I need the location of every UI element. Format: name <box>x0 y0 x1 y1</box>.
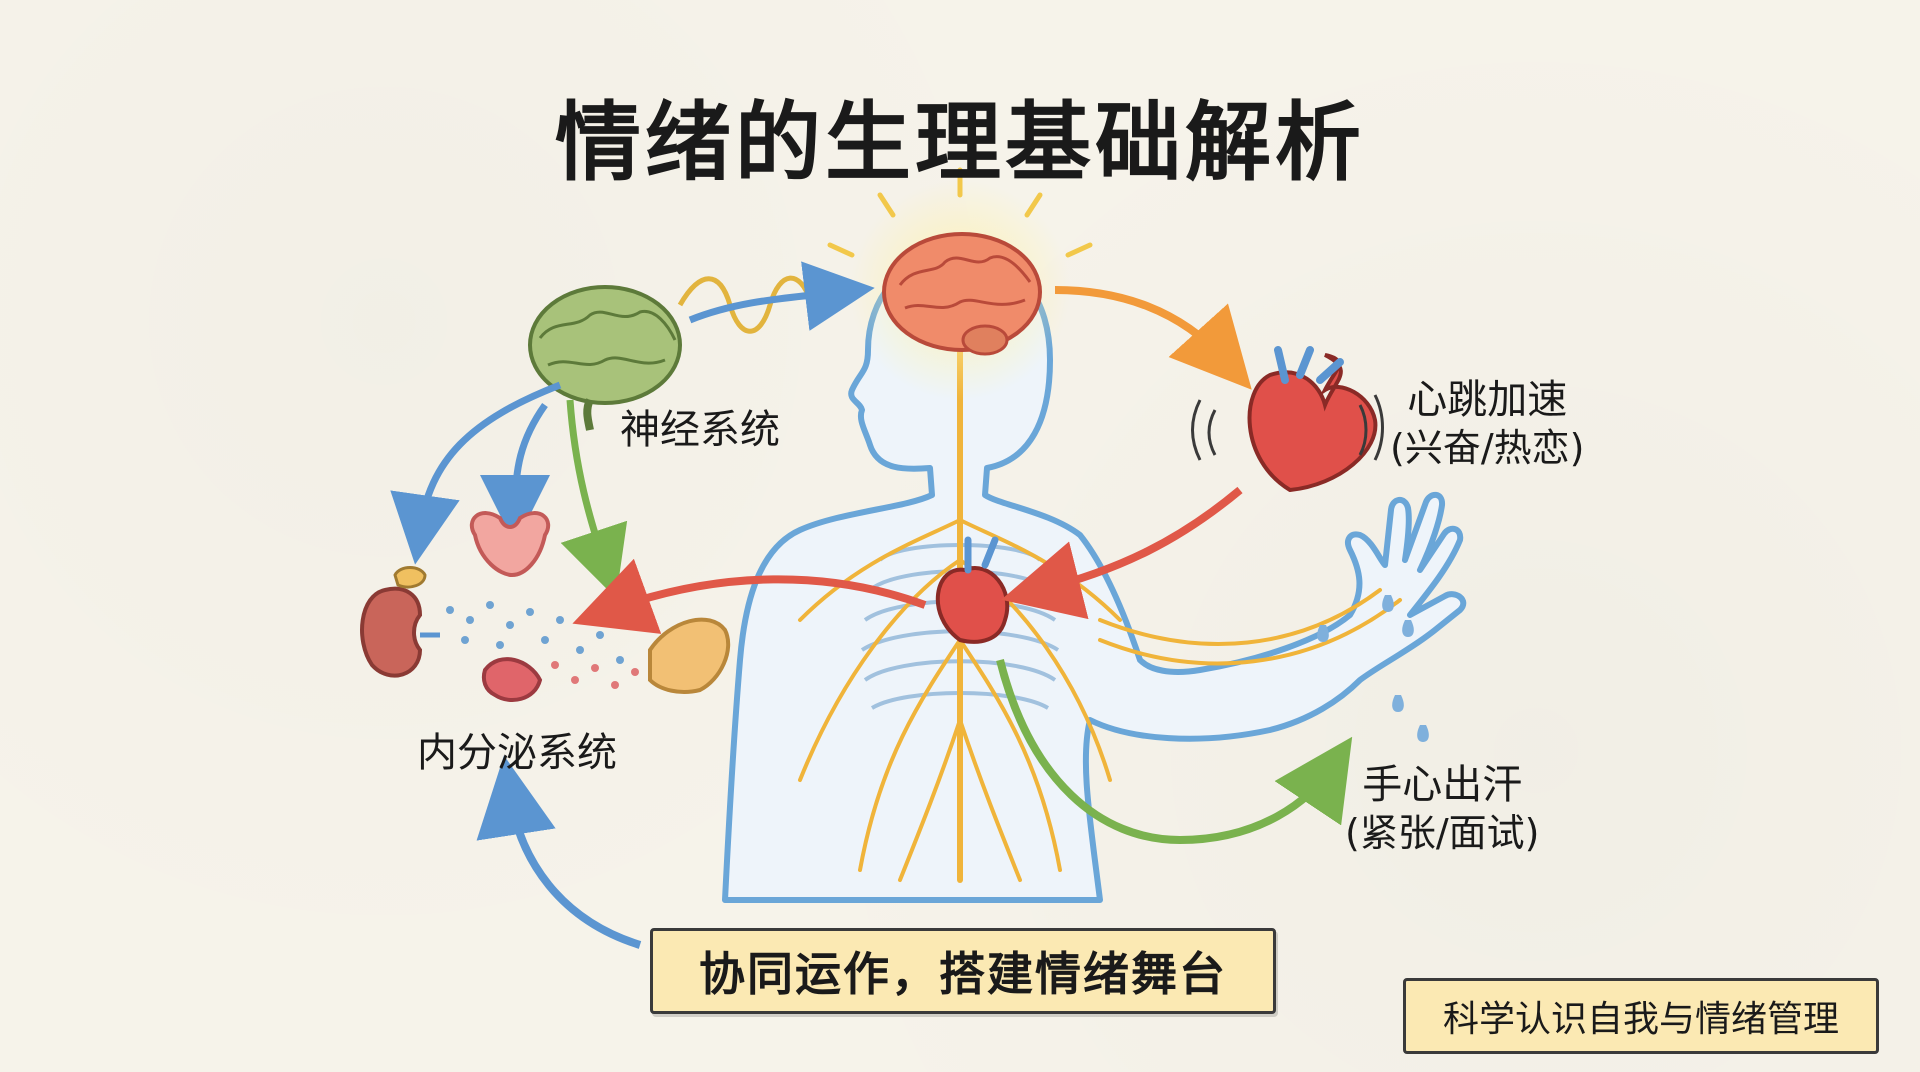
footer-tag: 科学认识自我与情绪管理 <box>1403 978 1879 1054</box>
brain-icon <box>528 285 682 431</box>
kidney-icon <box>360 566 440 678</box>
hormone-particles <box>446 601 624 664</box>
arrow-heart-to-chest <box>1001 486 1243 620</box>
pancreas-icon <box>648 617 731 694</box>
endocrine-system-label: 内分泌系统 <box>417 730 617 776</box>
thyroid-icon <box>469 511 551 578</box>
sweat-sub-label: (紧张/面试) <box>1345 811 1540 855</box>
glow-rays <box>827 167 1093 258</box>
signal-wave <box>677 275 813 334</box>
heart-icon <box>935 536 1010 644</box>
arrow-to-kidney <box>390 381 562 565</box>
arrow-chest-to-glands <box>572 558 927 634</box>
arrow-to-pancreas <box>560 399 628 599</box>
organ-icon <box>481 657 543 702</box>
hormone-particles-red <box>551 661 639 689</box>
heart-icon <box>1247 346 1378 493</box>
heartbeat-label: 心跳加速 (兴奋/热恋) <box>1390 375 1584 473</box>
brain-icon <box>882 232 1042 356</box>
arrow-head-to-heart <box>1054 286 1252 390</box>
arrow-to-hand <box>996 659 1353 845</box>
heartbeat-sub-label: (兴奋/热恋) <box>1390 426 1585 470</box>
arrow-to-endocrine <box>476 755 642 949</box>
sweat-label: 手心出汗 (紧张/面试) <box>1345 760 1539 858</box>
vibration-lines <box>1191 394 1384 461</box>
page-title: 情绪的生理基础解析 <box>555 93 1365 193</box>
nervous-system-label: 神经系统 <box>620 407 780 453</box>
arrow-brain-to-head <box>688 261 875 331</box>
arrow-to-thyroid <box>480 402 551 545</box>
sweat-drops-icon <box>1317 595 1429 742</box>
summary-banner: 协同运作，搭建情绪舞台 <box>650 928 1276 1014</box>
